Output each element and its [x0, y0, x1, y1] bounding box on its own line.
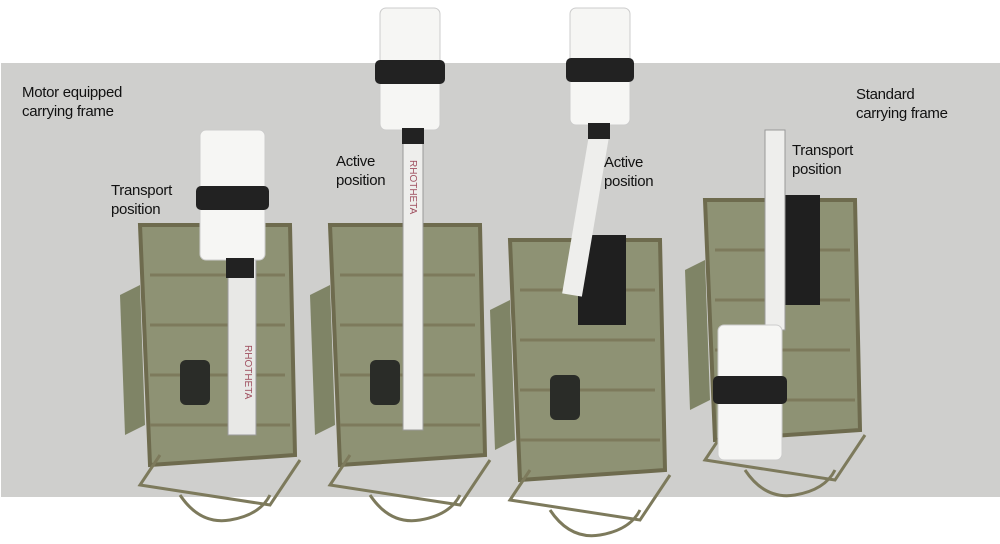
label-transport-1: Transport position	[111, 181, 172, 219]
label-line: carrying frame	[22, 103, 114, 120]
label-line: position	[336, 172, 386, 189]
label-line: carrying frame	[856, 105, 948, 122]
label-line: Transport	[792, 142, 853, 159]
product-marking-2: RHOTHETA	[407, 160, 418, 215]
label-motor-frame: Motor equipped carrying frame	[22, 83, 122, 121]
product-marking: RHOTHETA	[242, 345, 253, 400]
motor-frame-active	[308, 223, 492, 523]
label-line: Active	[604, 154, 644, 171]
label-standard-frame: Standard carrying frame	[856, 85, 948, 123]
label-active-2: Active position	[604, 153, 654, 191]
motor-frame-transport	[118, 223, 302, 523]
label-line: position	[792, 161, 842, 178]
label-active-1: Active position	[336, 152, 386, 190]
label-line: Active	[336, 153, 376, 170]
label-line: Standard	[856, 86, 915, 103]
label-line: Transport	[111, 182, 172, 199]
label-line: Motor equipped	[22, 84, 123, 101]
label-transport-2: Transport position	[792, 141, 853, 179]
label-line: position	[111, 201, 161, 218]
label-line: position	[604, 173, 654, 190]
